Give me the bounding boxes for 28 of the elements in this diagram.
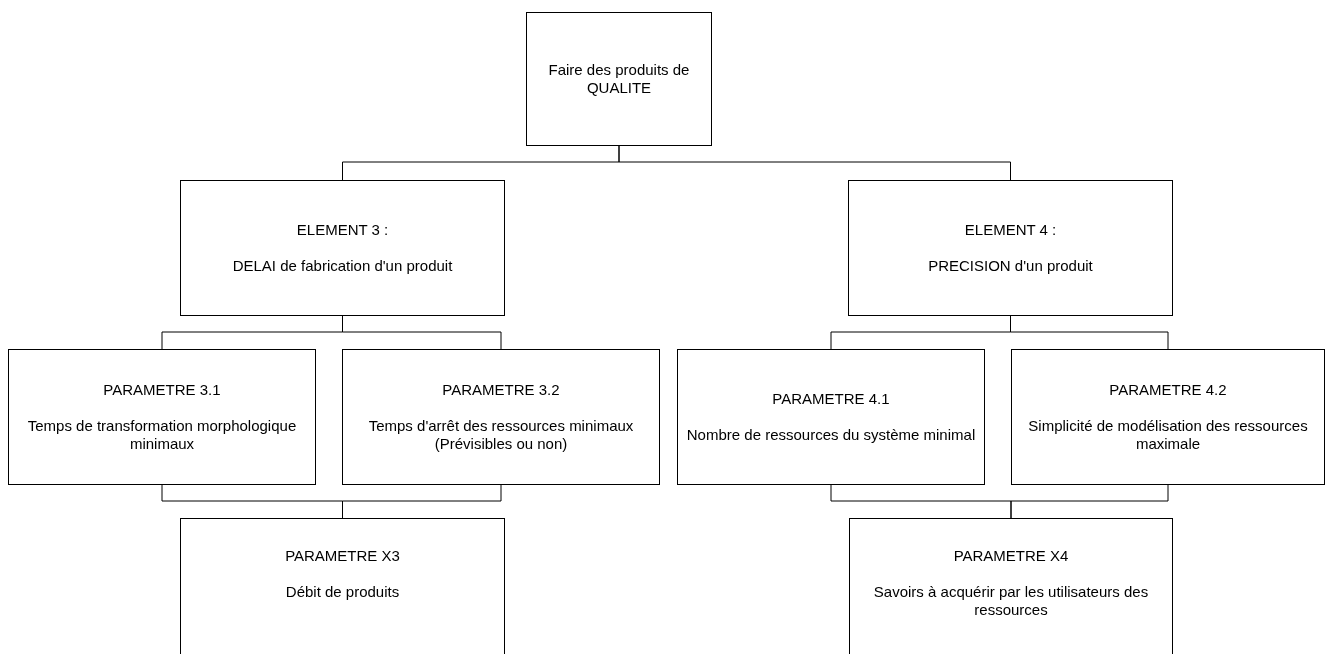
box-heading: ELEMENT 3 : <box>295 221 390 239</box>
box-text: Simplicité de modélisation des ressources maximale <box>1027 417 1309 453</box>
box-heading: PARAMETRE 4.1 <box>771 390 891 408</box>
box-text: PRECISION d'un produit <box>927 257 1094 275</box>
box-text: Faire des produits de QUALITE <box>547 61 691 97</box>
text-box <box>180 180 505 316</box>
box-text: Débit de produits <box>284 583 401 601</box>
text-box <box>848 180 1173 316</box>
box-heading: PARAMETRE 3.1 <box>102 381 222 399</box>
text-box <box>342 349 660 485</box>
text-box <box>526 12 712 146</box>
box-heading: PARAMETRE 3.2 <box>441 381 561 399</box>
text-box <box>677 349 985 485</box>
text-box <box>8 349 316 485</box>
text-box <box>849 518 1173 654</box>
text-box <box>1011 349 1325 485</box>
box-heading: PARAMETRE 4.2 <box>1108 381 1228 399</box>
box-heading: PARAMETRE X3 <box>284 547 401 565</box>
text-box <box>180 518 505 654</box>
box-text: Temps de transformation morphologique minimaux <box>26 417 298 453</box>
box-heading: PARAMETRE X4 <box>952 547 1070 565</box>
connector-line <box>1010 484 1169 519</box>
box-text: Nombre de ressources du système minimal <box>685 426 977 444</box>
box-text: Savoirs à acquérir par les utilisateurs des ressources <box>872 583 1150 619</box>
connector-line <box>618 145 1011 181</box>
box-text: DELAI de fabrication d'un produit <box>231 257 454 275</box>
box-text: Temps d'arrêt des ressources minimaux (Prévisibles ou non) <box>367 417 635 453</box>
box-heading: ELEMENT 4 : <box>963 221 1058 239</box>
